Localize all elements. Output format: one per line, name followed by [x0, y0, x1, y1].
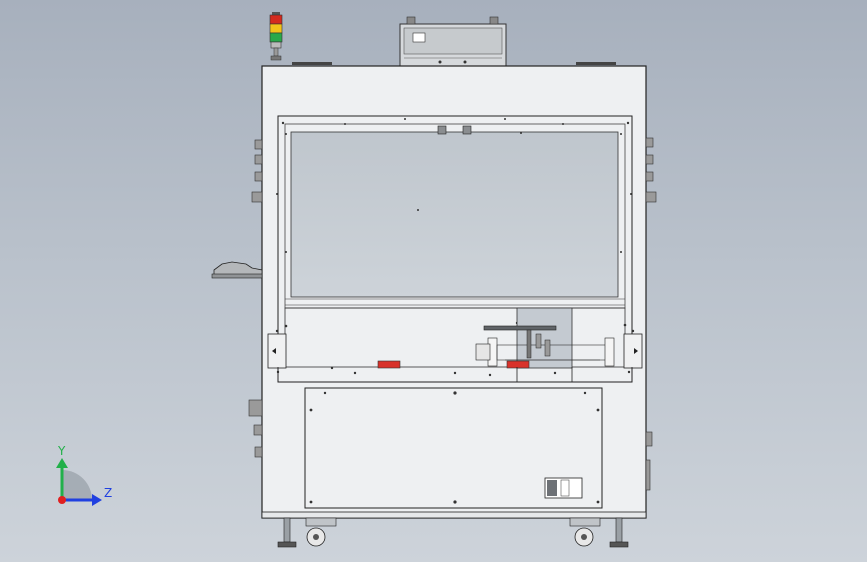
panel-screws [309, 391, 600, 504]
top-vents [292, 62, 616, 65]
right-side-buttons [645, 137, 657, 491]
lower-door-outline [277, 367, 518, 383]
leveling-foot-left [277, 517, 297, 548]
conveyor-fixture [475, 307, 615, 369]
y-axis-label: Y [57, 444, 66, 458]
viewing-window-glass [290, 131, 619, 298]
caster-wheel-right [569, 517, 601, 547]
keyboard-tray [211, 261, 263, 279]
signal-light-green [269, 32, 283, 43]
left-side-buttons [248, 139, 263, 458]
coordinate-triad: Y Z [56, 444, 112, 506]
leveling-foot-right [609, 517, 629, 548]
door-hinges [437, 125, 472, 135]
z-axis-label: Z [104, 486, 112, 500]
signal-light-yellow [269, 23, 283, 34]
signal-light-red [269, 14, 283, 25]
signal-tower [269, 12, 283, 61]
triad-origin [58, 496, 66, 504]
top-electrical-box [399, 16, 507, 67]
side-brackets [267, 333, 643, 369]
red-stop-blocks [377, 360, 530, 369]
caster-wheel-left [305, 517, 337, 547]
panel-handle [544, 477, 583, 499]
